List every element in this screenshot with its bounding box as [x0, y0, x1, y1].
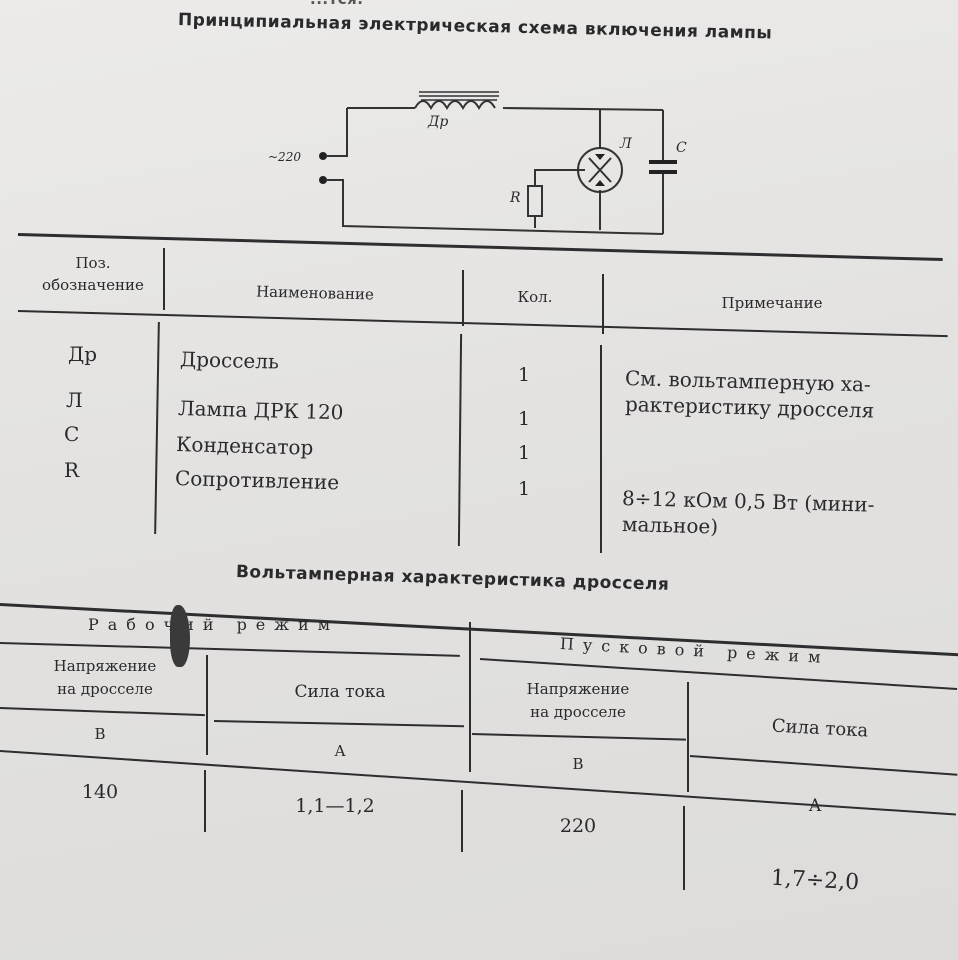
start-voltage-header-line2: на дросселе: [530, 703, 626, 721]
work-current-header: Сила тока: [294, 682, 386, 702]
row-pos: С: [64, 422, 80, 446]
work-voltage-value: 140: [81, 781, 119, 803]
top-wire-right: [502, 107, 664, 111]
header-name: Наименование: [255, 282, 375, 304]
row-note-line1: См. вольтамперную ха-: [624, 366, 872, 397]
resistor-wire: [534, 169, 585, 228]
resistor-symbol: [527, 185, 543, 217]
vac-title: Вольтамперная характеристика дросселя: [235, 562, 670, 595]
row-name: Сопротивление: [174, 466, 340, 495]
terminal-bottom: [319, 176, 327, 184]
choke-core: [419, 91, 499, 101]
left-wire-top: [327, 108, 348, 157]
start-voltage-value: 220: [559, 815, 597, 837]
left-wire-bottom: [327, 179, 664, 235]
work-voltage-unit: В: [94, 725, 106, 743]
label-capacitor: С: [676, 140, 687, 156]
circuit-schematic: [319, 91, 677, 235]
row-note-line2: мальное): [621, 512, 719, 539]
work-current-unit: А: [334, 742, 346, 760]
row-name: Лампа ДРК 120: [177, 396, 344, 425]
start-current-value: 1,7÷2,0: [770, 865, 860, 896]
work-mode-label: Рабочий режим: [88, 615, 340, 634]
top-fragment: ...тся.: [310, 0, 364, 8]
header-pos-line1: Поз.: [75, 254, 111, 272]
row-pos: Др: [68, 342, 98, 366]
header-qty: Кол.: [517, 288, 553, 306]
row-qty: 1: [518, 364, 531, 386]
row-note-line2: рактеристику дросселя: [624, 392, 875, 423]
terminal-top: [319, 152, 327, 160]
row-qty: 1: [518, 442, 531, 464]
row-qty: 1: [518, 478, 531, 500]
row-pos: Л: [66, 388, 83, 412]
label-resistor: R: [510, 190, 521, 206]
paper-hole: [170, 605, 190, 667]
row-pos: R: [64, 458, 80, 482]
label-choke: Др: [428, 114, 449, 130]
row-qty: 1: [518, 408, 531, 430]
header-pos-line2: обозначение: [42, 276, 144, 294]
schematic-title: Принципиальная электрическая схема включ…: [177, 10, 773, 44]
row-name: Конденсатор: [175, 432, 314, 460]
choke-coil: [414, 100, 496, 111]
row-name: Дроссель: [179, 347, 280, 374]
work-voltage-header-line2: на дросселе: [57, 680, 153, 698]
start-voltage-unit: В: [572, 755, 584, 773]
start-current-header: Сила тока: [771, 715, 869, 742]
capacitor-symbol: [649, 160, 677, 174]
work-voltage-header-line1: Напряжение: [53, 657, 157, 675]
label-lamp: Л: [620, 136, 632, 152]
label-supply: ~220: [268, 150, 301, 164]
header-note: Примечание: [721, 294, 823, 312]
work-current-value: 1,1—1,2: [295, 795, 375, 817]
lamp-symbol: [577, 147, 623, 193]
lamp-cross: [588, 157, 612, 183]
start-voltage-header-line1: Напряжение: [526, 680, 630, 698]
